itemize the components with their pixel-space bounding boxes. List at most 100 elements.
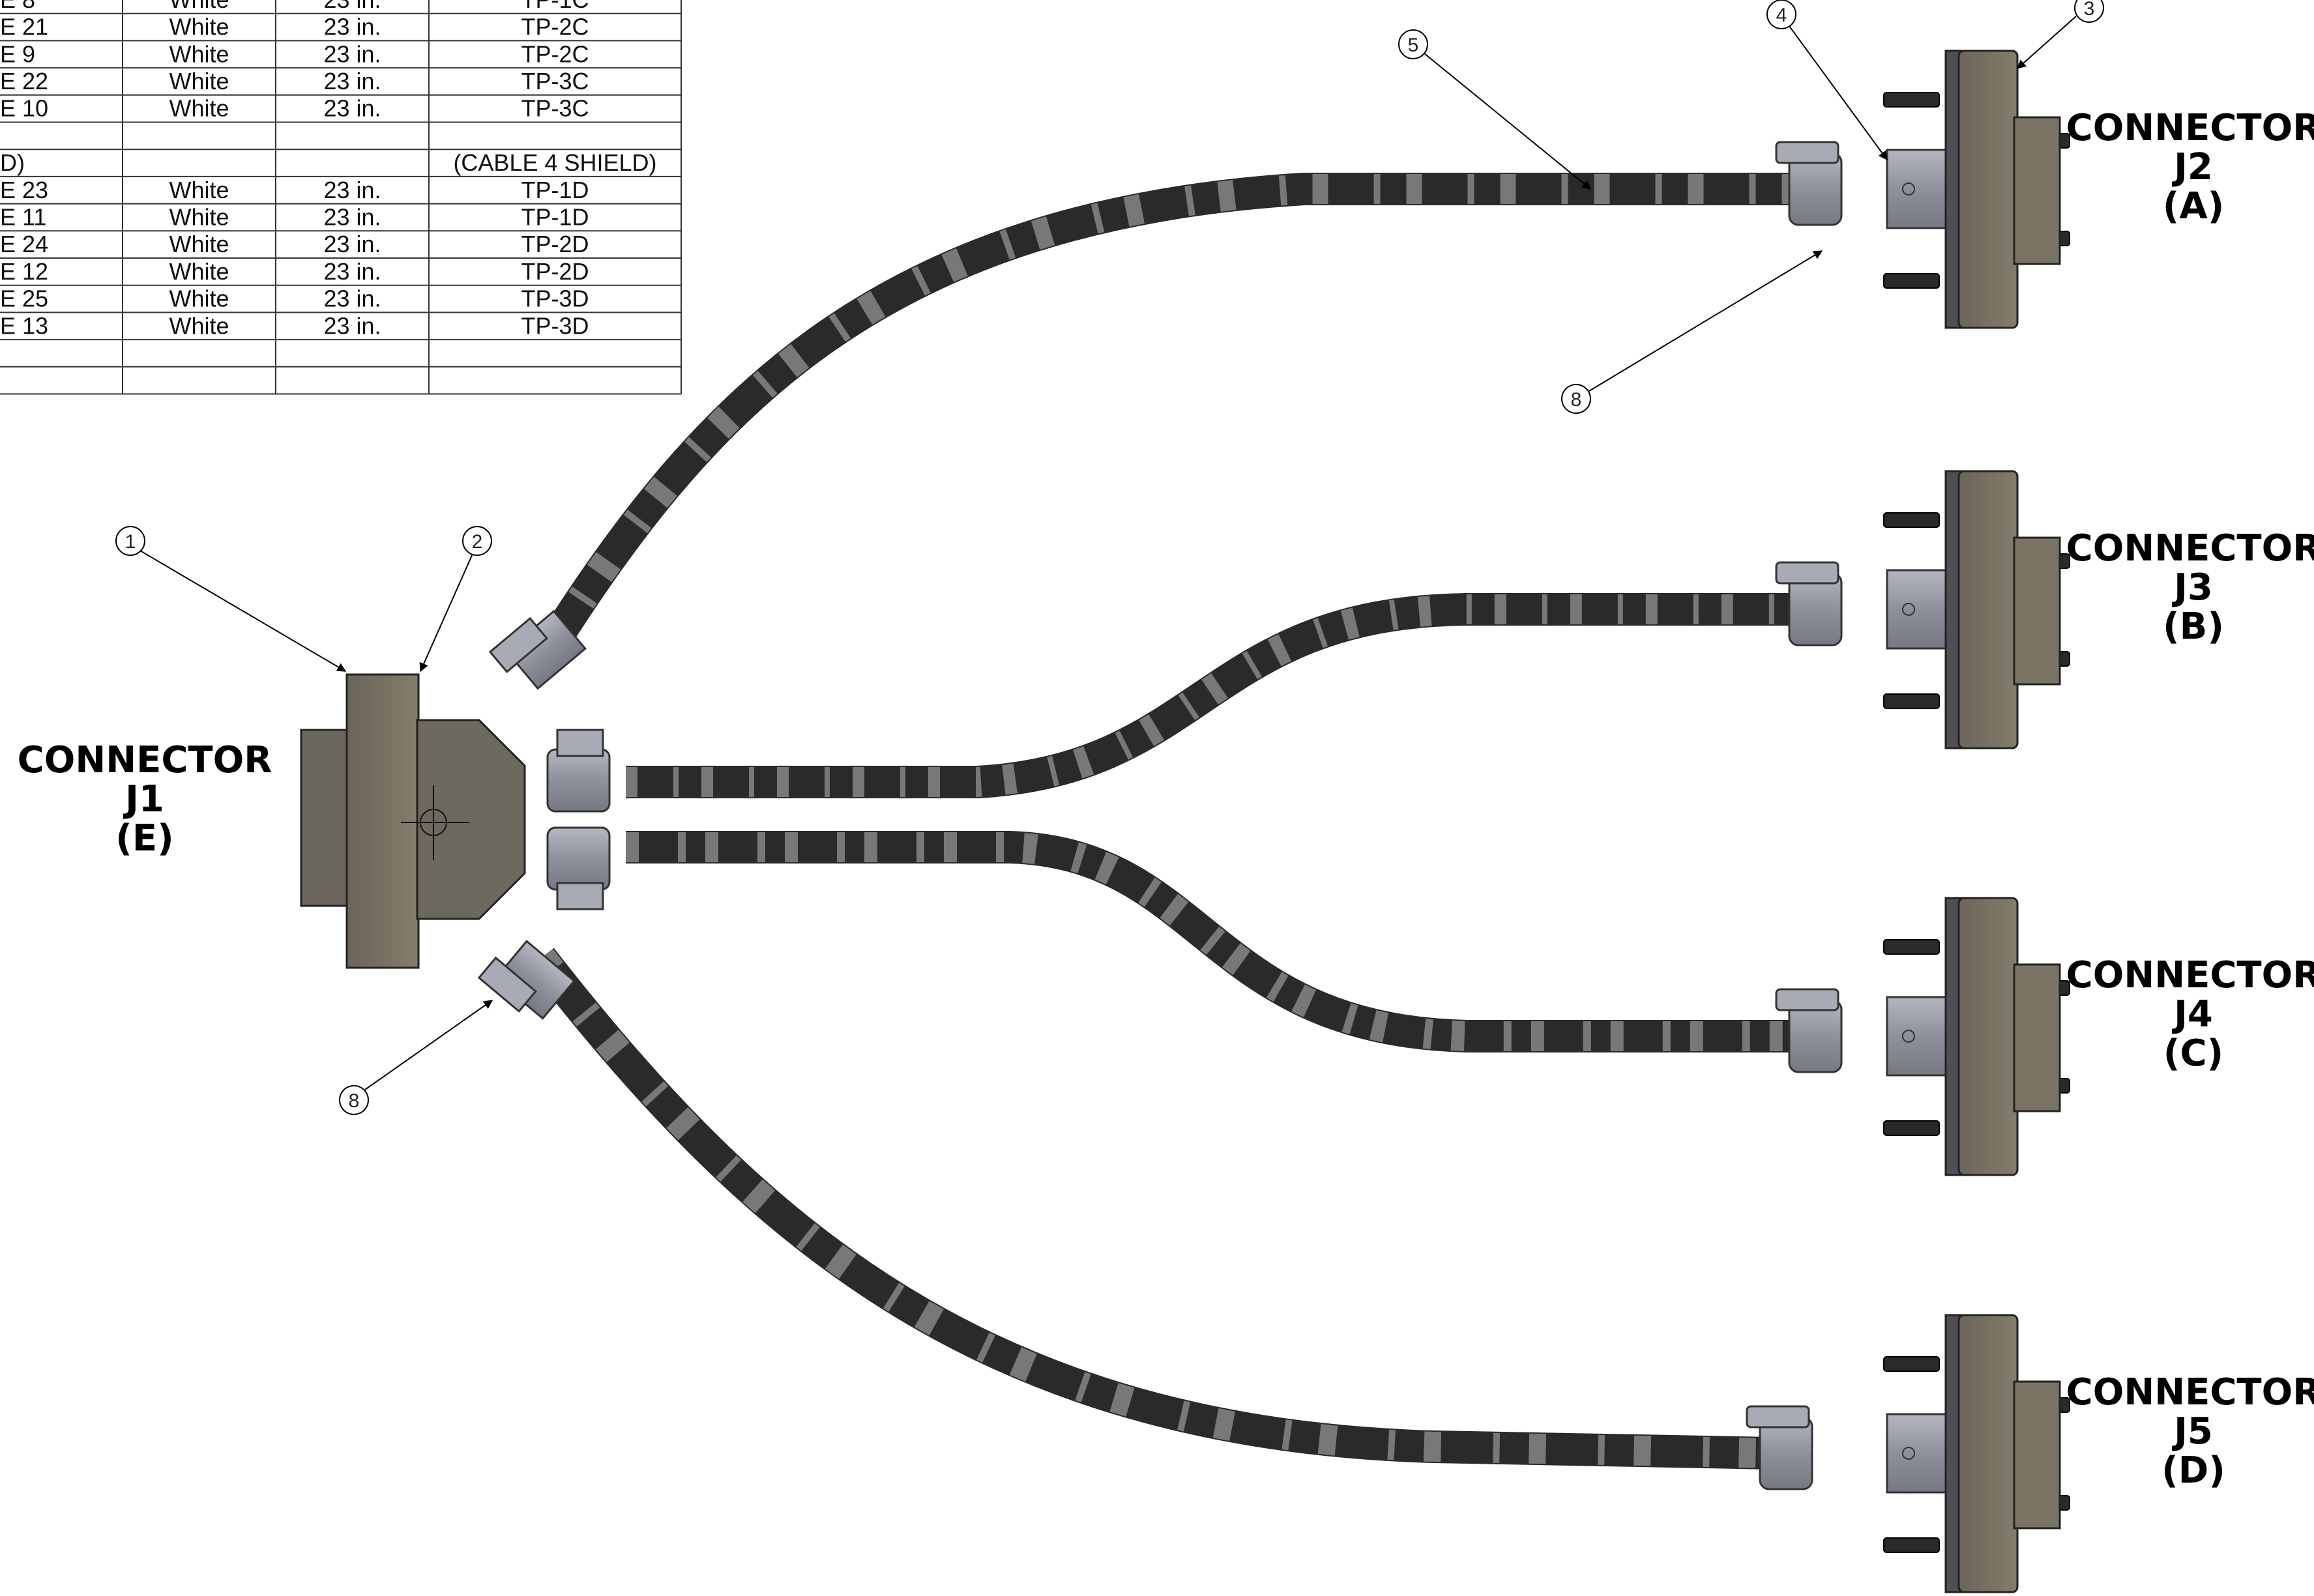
connector-j1 — [300, 609, 611, 1020]
table-cell: E 21 — [0, 14, 48, 40]
table-cell: White — [169, 203, 229, 230]
svg-text:1: 1 — [125, 531, 136, 553]
table-cell: 23 in. — [323, 68, 381, 94]
j1-id: J1 — [123, 778, 164, 820]
table-cell: White — [169, 40, 229, 67]
flange — [1957, 1314, 2019, 1593]
table-cell: White — [169, 177, 229, 203]
table-cell: TP-1D — [521, 177, 589, 203]
table-cell: TP-2D — [521, 258, 589, 285]
balloon-8-left: 8 — [339, 1000, 493, 1115]
backshell — [1886, 1413, 1950, 1494]
flange — [1957, 897, 2019, 1176]
flange — [1957, 50, 2019, 329]
svg-text:8: 8 — [349, 1090, 360, 1112]
j1-flange — [345, 673, 420, 969]
j5-id: J5 — [2171, 1410, 2213, 1453]
svg-text:3: 3 — [2084, 0, 2095, 20]
j5-letter: (D) — [2161, 1449, 2225, 1492]
table-cell: White — [169, 231, 229, 257]
backshell-screw-icon — [1902, 603, 1915, 616]
table-row: E 11 White 23 in. TP-1D — [0, 203, 589, 230]
table-cell: E 12 — [0, 258, 48, 285]
table-cell: TP-2C — [521, 40, 589, 67]
table-cell: TP-3C — [521, 95, 589, 122]
table-cell: TP-2C — [521, 14, 589, 40]
table-cell: D) — [0, 149, 25, 176]
balloon-3: 3 — [2016, 0, 2104, 69]
table-cell: White — [169, 258, 229, 285]
mating-face — [2013, 1380, 2061, 1530]
table-cell: 23 in. — [323, 0, 381, 13]
j5-title: CONNECTOR — [2066, 1371, 2314, 1414]
svg-text:5: 5 — [1408, 35, 1419, 56]
table-cell: TP-3C — [521, 68, 589, 94]
backshell-screw-icon — [1902, 1447, 1915, 1460]
screw-icon — [1883, 693, 1940, 709]
table-cell: E 10 — [0, 95, 48, 122]
table-cell: E 25 — [0, 285, 48, 312]
balloon-1: 1 — [115, 526, 347, 672]
screw-icon — [1883, 1537, 1940, 1553]
screw-icon — [1883, 1120, 1940, 1136]
table-cell: TP-2D — [521, 231, 589, 257]
j1-mating-face — [300, 729, 356, 907]
j3-letter: (B) — [2163, 605, 2224, 648]
table-cell: E 8 — [0, 0, 35, 13]
table-cell: TP-3D — [521, 285, 589, 312]
j1-letter: (E) — [115, 817, 173, 860]
table-cell: (CABLE 4 SHIELD) — [453, 149, 656, 176]
mating-face — [2013, 963, 2061, 1112]
right-connectors: CONNECTORJ2(A)CONNECTORJ3(B)CONNECTORJ4(… — [1746, 50, 2314, 1593]
j4-id: J4 — [2171, 993, 2213, 1036]
backshell-screw-icon — [1902, 182, 1915, 196]
table-cell: 23 in. — [323, 258, 381, 285]
svg-text:4: 4 — [1776, 5, 1787, 26]
backshell — [1886, 996, 1950, 1077]
table-cell: 23 in. — [323, 231, 381, 257]
table-cell: TP-1C — [521, 0, 589, 13]
table-cell: White — [169, 95, 229, 122]
clamp-tab — [1775, 561, 1839, 585]
table-cell: 23 in. — [323, 203, 381, 230]
screw-icon — [1883, 1356, 1940, 1372]
table-cell: TP-3D — [521, 312, 589, 339]
connector-j1-label: CONNECTOR J1 (E) — [18, 739, 272, 860]
table-row: E 12 White 23 in. TP-2D — [0, 258, 589, 285]
table-cell: 23 in. — [323, 95, 381, 122]
balloon-4: 4 — [1766, 0, 1888, 161]
j1-backshell — [416, 719, 526, 920]
cable-to-j2 — [533, 173, 1799, 661]
j1-clamp-mid-lower — [546, 826, 611, 910]
table-cell: E 11 — [0, 203, 46, 230]
table-cell: 23 in. — [323, 177, 381, 203]
table-cell: 23 in. — [323, 285, 381, 312]
balloon-8-right: 8 — [1561, 250, 1823, 414]
cables — [528, 173, 1799, 1470]
table-cell: White — [169, 68, 229, 94]
clamp-tab — [1746, 1405, 1810, 1429]
table-row: E 10 White 23 in. TP-3C — [0, 95, 589, 122]
table-cell: TP-1D — [521, 203, 589, 230]
table-cell: White — [169, 14, 229, 40]
table-cell: E 22 — [0, 68, 48, 94]
table-row: E 22 White 23 in. TP-3C — [0, 68, 589, 94]
table-row: E 8White23 in.TP-1C — [0, 0, 589, 13]
j1-clamp-upper — [488, 609, 587, 690]
j3-id: J3 — [2171, 566, 2213, 609]
table-cell: White — [169, 312, 229, 339]
j4-title: CONNECTOR — [2066, 954, 2314, 996]
